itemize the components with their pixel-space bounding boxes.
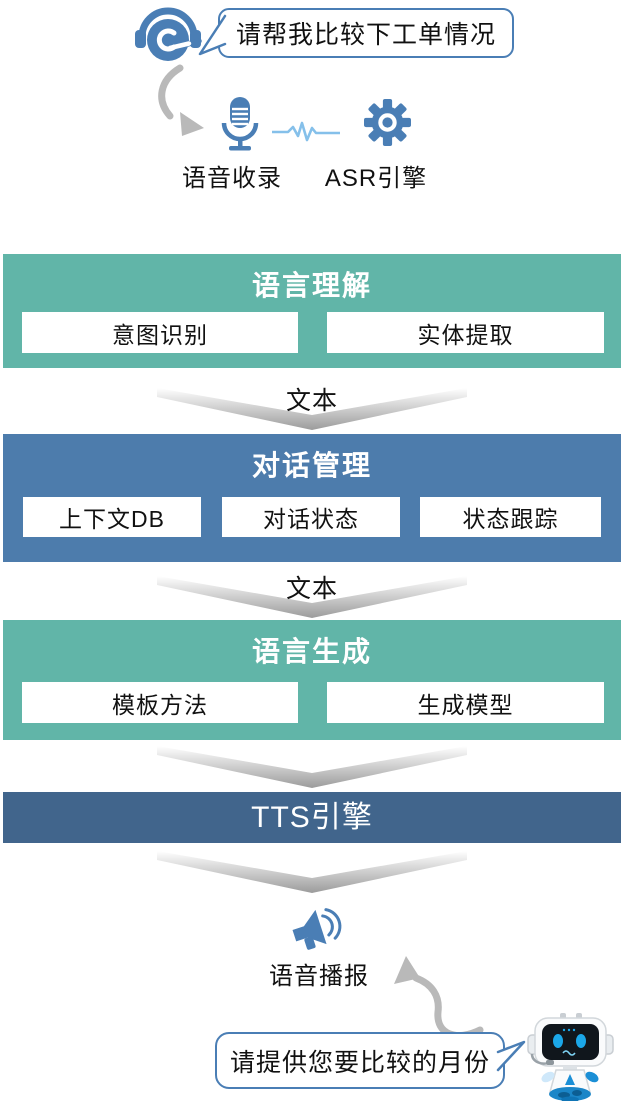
curved-arrow-down-icon	[158, 64, 204, 136]
flow-label-text-2: 文本	[285, 575, 338, 603]
gear-icon	[364, 99, 411, 146]
nlg-block-title: 语言生成	[251, 636, 372, 667]
megaphone-icon	[292, 908, 342, 950]
microphone-icon	[221, 97, 259, 151]
curved-arrow-up-icon	[394, 956, 484, 1036]
robot-icon	[527, 1013, 614, 1101]
user-speech-bubble: 请帮我比较下工单情况	[218, 8, 514, 58]
tts-block-title: TTS引擎	[251, 801, 373, 834]
dm-block: 对话管理 上下文DB 对话状态 状态跟踪	[3, 434, 621, 562]
flow-label-text-1: 文本	[285, 387, 338, 415]
user-bubble-tail	[198, 14, 227, 56]
nlg-item-generative: 生成模型	[327, 682, 604, 723]
chevron-down-arrow-1	[157, 388, 467, 430]
dm-item-context-db: 上下文DB	[23, 497, 201, 537]
tts-block: TTS引擎	[3, 792, 621, 843]
bot-speech-bubble: 请提供您要比较的月份	[215, 1032, 505, 1089]
dm-item-state-tracking: 状态跟踪	[420, 497, 601, 537]
bot-speech-text: 请提供您要比较的月份	[229, 1048, 490, 1077]
dm-block-title: 对话管理	[251, 450, 372, 481]
waveform-icon	[272, 121, 340, 142]
nlu-block-title: 语言理解	[251, 270, 372, 301]
nlg-item-template: 模板方法	[22, 682, 298, 723]
chevron-down-arrow-3	[157, 746, 467, 788]
nlg-block: 语言生成 模板方法 生成模型	[3, 620, 621, 740]
dm-item-dialog-state: 对话状态	[222, 497, 400, 537]
user-speech-text: 请帮我比较下工单情况	[235, 21, 496, 49]
voice-broadcast-label: 语音播报	[269, 963, 369, 990]
chevron-down-arrow-4	[157, 851, 467, 893]
asr-engine-label: ASR引擎	[324, 165, 428, 192]
nlu-item-intent: 意图识别	[22, 312, 298, 353]
chevron-down-arrow-2	[157, 576, 467, 618]
nlu-block: 语言理解 意图识别 实体提取	[3, 254, 621, 368]
nlu-item-entity: 实体提取	[327, 312, 604, 353]
agent-headset-icon	[135, 7, 202, 61]
voice-capture-label: 语音收录	[182, 165, 282, 192]
bot-bubble-tail	[496, 1040, 526, 1072]
